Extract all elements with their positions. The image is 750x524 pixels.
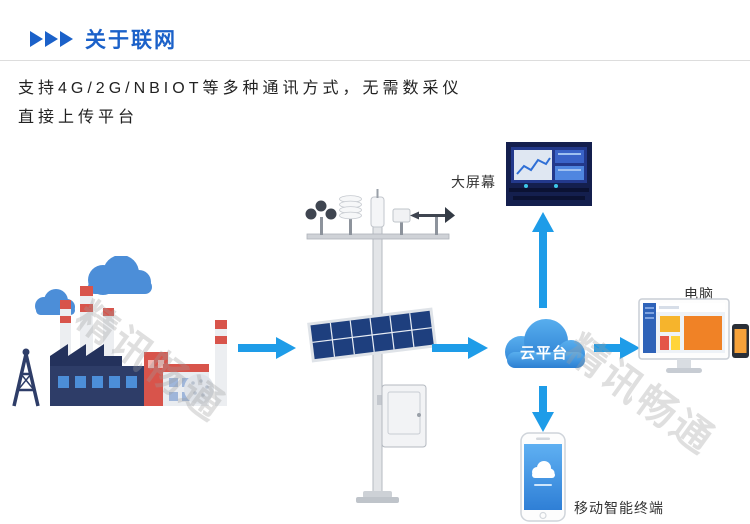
header-divider bbox=[0, 60, 750, 61]
smoke-cloud-icon bbox=[88, 255, 152, 295]
sensor-box bbox=[392, 208, 411, 235]
computer-label: 电脑 bbox=[684, 286, 714, 302]
arrow-cloud-to-big-screen bbox=[531, 212, 555, 313]
oil-derrick-icon bbox=[12, 353, 40, 407]
triple-arrow-icon bbox=[30, 31, 73, 47]
storage-tank-icon bbox=[184, 374, 214, 404]
control-box bbox=[377, 384, 427, 448]
big-screen-image bbox=[506, 142, 592, 206]
section-header: 关于联网 bbox=[30, 24, 177, 54]
arrow-station-to-cloud bbox=[432, 336, 488, 365]
intro-line-2: 直接上传平台 bbox=[18, 109, 139, 126]
cloud-platform-icon: 云平台 bbox=[494, 312, 594, 374]
station-pole bbox=[372, 224, 383, 494]
cloud-platform-label: 云平台 bbox=[519, 345, 568, 362]
radiation-shield-icon bbox=[339, 195, 362, 235]
arrow-cloud-to-mobile bbox=[531, 386, 555, 437]
monitor-icon bbox=[638, 298, 730, 373]
cloud-logo-icon bbox=[532, 461, 555, 478]
factory-illustration bbox=[8, 255, 236, 408]
mobile-terminal-illustration bbox=[520, 432, 566, 522]
factory-right-chimney bbox=[215, 320, 227, 406]
factory-main-building bbox=[50, 344, 144, 406]
wind-vane-icon bbox=[410, 207, 455, 235]
solar-panel-icon bbox=[307, 307, 438, 363]
arrow-cloud-to-computer bbox=[594, 336, 640, 365]
mobile-terminal-label: 移动智能终端 bbox=[574, 500, 664, 516]
page-title: 关于联网 bbox=[85, 29, 177, 52]
top-sensor bbox=[370, 189, 385, 228]
big-screen-label: 大屏幕 bbox=[451, 174, 496, 190]
arrow-factory-to-station bbox=[238, 336, 296, 365]
anemometer-icon bbox=[305, 200, 337, 235]
weather-station-illustration bbox=[297, 189, 459, 509]
computer-illustration bbox=[638, 298, 750, 382]
sensor-crossarm bbox=[306, 233, 450, 240]
intro-line-1: 支持4G/2G/NBIOT等多种通讯方式，无需数采仪 bbox=[18, 80, 463, 97]
intro-text: 支持4G/2G/NBIOT等多种通讯方式，无需数采仪 直接上传平台 bbox=[18, 74, 462, 132]
desk-phone-icon bbox=[732, 324, 749, 358]
